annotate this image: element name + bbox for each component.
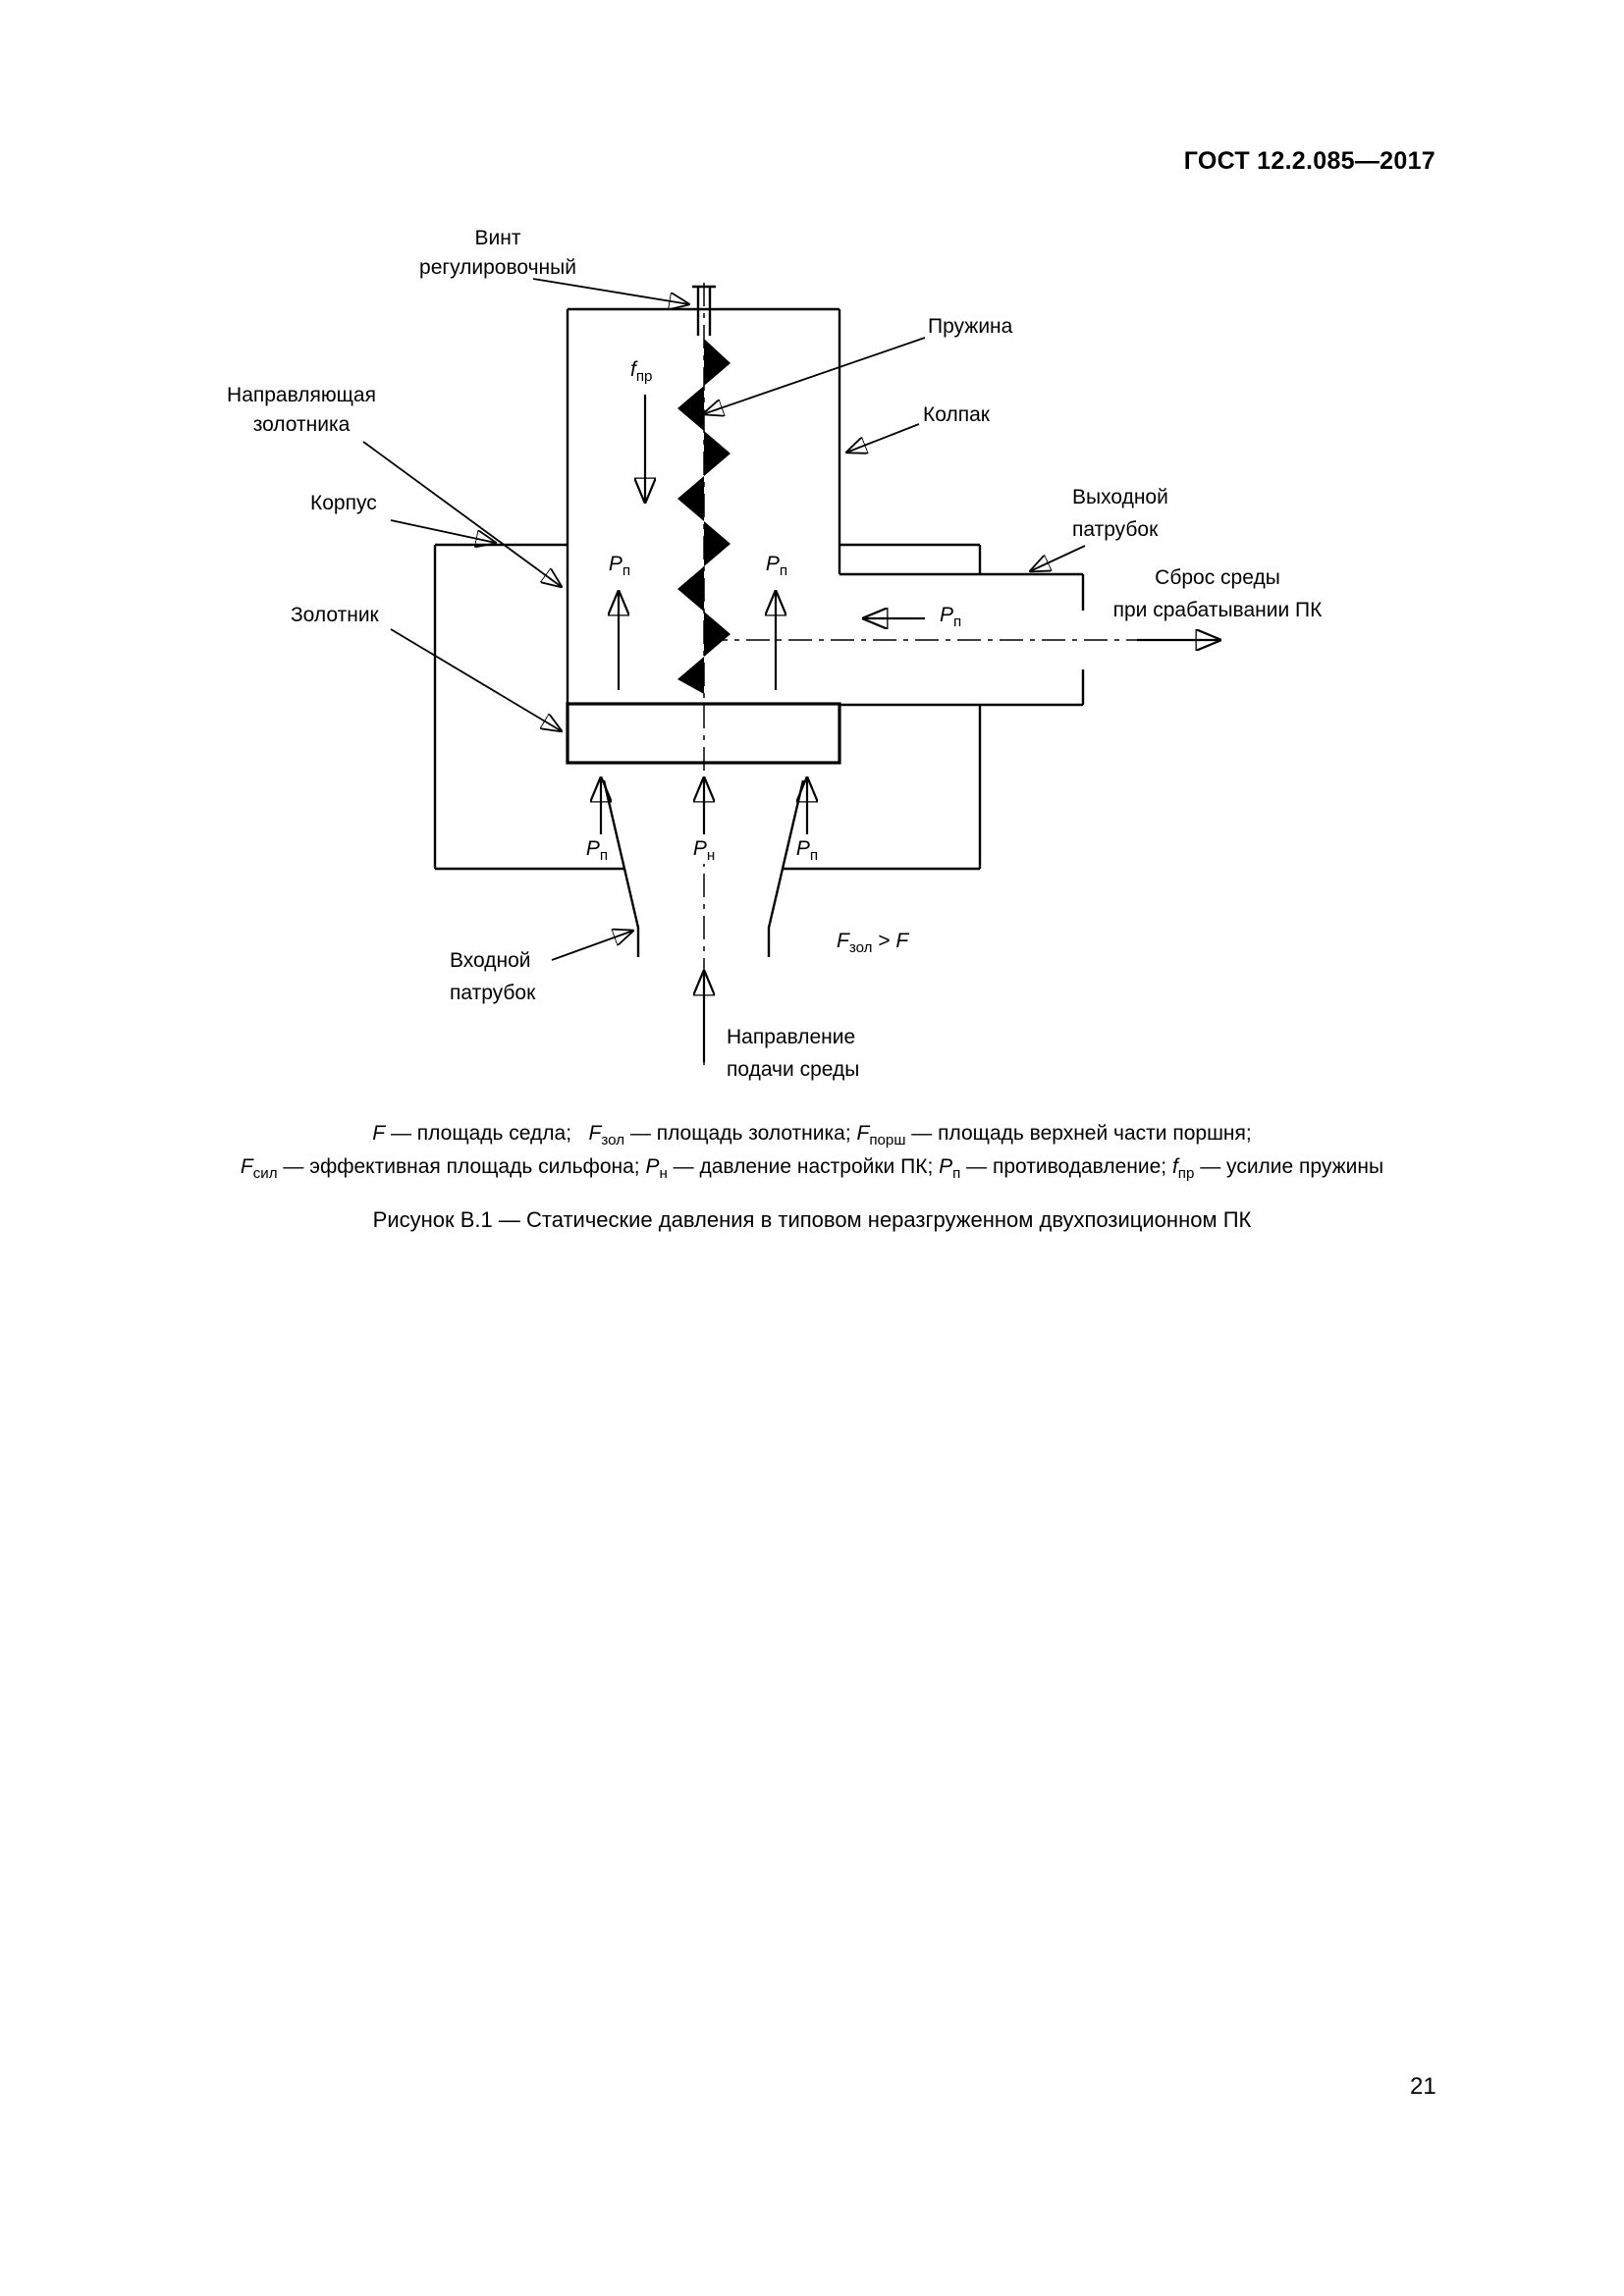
leader-spool-guide [362,441,562,587]
cap-outline [566,307,841,704]
leader-adjusting-screw [532,278,689,304]
leader-lines [362,278,1086,961]
label-set-pressure: Pн [689,834,719,864]
label-area-relation: Fзол > F [837,930,909,957]
label-backpressure-bottom-right: Pп [792,834,822,864]
label-backpressure-bottom-left: Pп [582,834,612,864]
leader-cap [846,423,920,453]
leader-spring [703,337,926,414]
label-backpressure-right: Pп [765,553,788,580]
leader-inlet-pipe [551,931,633,961]
outlet-pipe-outline [839,572,1085,707]
page-number: 21 [1410,2073,1436,2100]
label-backpressure-left: Pп [608,553,631,580]
label-cap: Колпак [923,403,990,426]
label-backpressure-outlet: Pп [940,604,962,631]
leader-spool [390,628,562,731]
figure-caption: Рисунок В.1 — Статические давления в тип… [372,1207,1252,1232]
leader-body [390,519,496,543]
pressure-arrows [601,395,1220,1062]
figure-legend-line2: Fсил — эффективная площадь сильфона; Pн … [240,1155,1384,1183]
inlet-nozzle-outline [602,779,805,957]
label-spring-force: fпр [630,358,653,386]
leader-outlet-pipe [1030,545,1086,571]
label-body: Корпус [310,492,377,514]
body-outline [433,543,982,871]
figure-legend-line1: F — площадь седла; Fзол — площадь золотн… [372,1122,1252,1149]
label-spool: Золотник [291,604,379,626]
page-header: ГОСТ 12.2.085—2017 [1183,147,1435,175]
label-spring: Пружина [928,315,1013,338]
